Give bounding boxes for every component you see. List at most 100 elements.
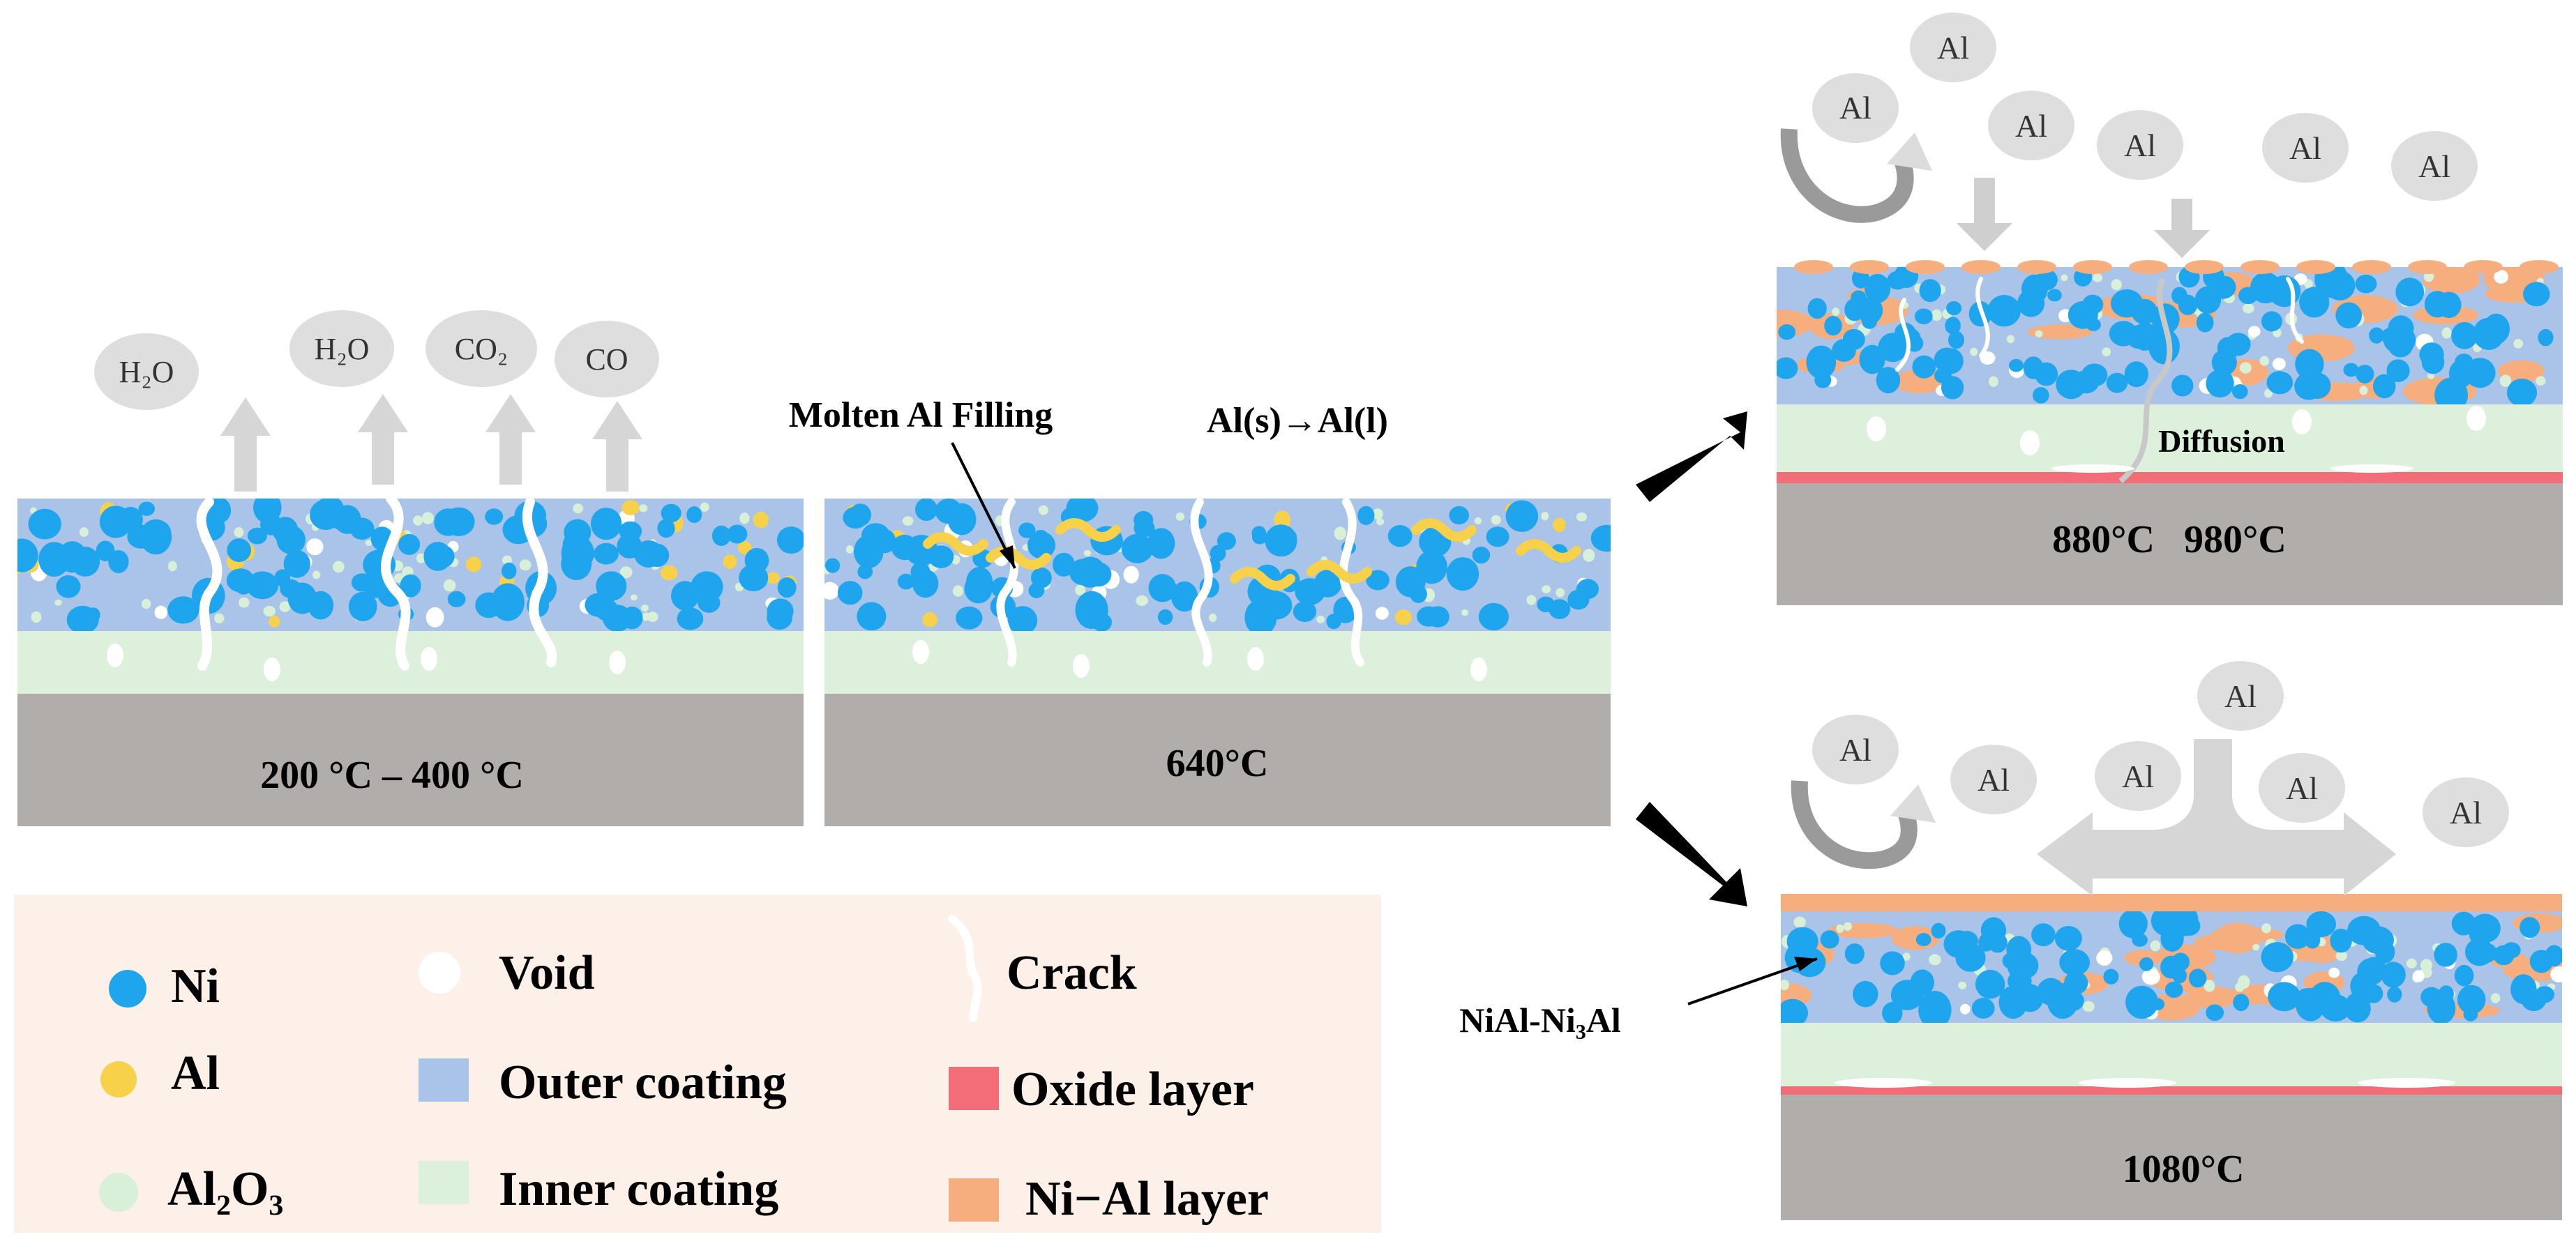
ni-particle [594,542,619,565]
al2o3-particle [739,512,750,524]
ni-particle [1919,279,1941,303]
ni-particle [915,499,937,522]
al-particle [622,500,640,515]
al-bubbles [1812,661,2509,847]
ni-particle [2506,379,2538,404]
al-particle [660,565,678,581]
ni-particle [2210,275,2236,299]
ni-particle [2054,926,2082,951]
ni-particle [1844,943,1865,964]
al2o3-particle [2264,388,2273,398]
void-particle [2494,270,2509,284]
al2o3-particle [2092,273,2103,282]
ni-particle [138,501,155,516]
void-particle [306,538,324,556]
ni-particle [400,574,421,598]
substrate [17,694,804,826]
ni-particle [2457,985,2486,1015]
legend-background [14,895,1381,1233]
ni-particle [308,591,334,620]
ni-particle [398,533,421,555]
legend-al-swatch [100,1061,137,1097]
ni-particle [711,525,731,547]
inner-coating [1781,1023,2562,1086]
al2o3-particle [902,516,914,526]
ni-particle [2363,957,2386,977]
al2o3-particle [443,579,456,592]
substrate [1777,483,2563,605]
particles [1777,267,2554,404]
al2o3-particle [1542,585,1551,593]
al2o3-particle [1491,515,1501,525]
ni-particle [2335,302,2363,329]
al2o3-particle [2035,330,2043,337]
al-label: Al [2124,128,2156,163]
nial-bump [2519,260,2559,274]
ni-particle [147,520,172,546]
nial-island [2027,324,2093,340]
ni-particle [1853,980,1878,1008]
gas-label-h2o: H₂O [315,332,370,366]
ni-particle [2047,289,2062,302]
nial-island [2185,986,2238,1008]
cracks [996,498,1364,667]
al2o3-particle [700,502,709,512]
al2o3-particle [641,605,649,611]
al2o3-particle [413,515,423,526]
al2o3-particle [333,561,345,573]
ni-particle [1806,345,1837,379]
al2o3-particle [2441,327,2452,339]
al-particle [723,554,737,569]
void-particle [2248,326,2261,337]
ni-particle [1781,998,1808,1023]
nial-island [2194,934,2250,950]
al2o3-particle [54,599,62,606]
al2o3-particle [1526,595,1537,605]
nial-bump [2296,260,2335,274]
void-particle [2550,966,2562,982]
ni-particle [1887,271,1908,290]
al2o3-particle [2261,923,2272,934]
ni-particle [657,519,675,538]
ni-particle [1912,355,1936,379]
molten-al-filling [923,518,1581,591]
ni-particle [2063,971,2088,995]
al2o3-particle [2490,993,2501,1003]
al-label: Al [1937,30,1969,66]
ni-particle [1426,606,1449,628]
al-label: Al [2418,149,2450,184]
al2o3-particle [31,611,42,623]
al-label: Al [2122,759,2154,794]
al2o3-particle [1970,347,1978,356]
recycle-arrow [1791,780,1918,869]
ni-particle [1807,298,1827,319]
cracks [1895,277,2304,372]
ni-particle [2031,923,2056,947]
al2o3-particle [1461,609,1468,616]
al2o3-particle [2252,943,2260,951]
ni-particle [966,567,993,598]
cracks [196,494,557,671]
al2o3-particle [416,553,426,563]
nial-bump [2129,260,2168,274]
ni-particle [2434,943,2457,967]
ni-particle [2033,387,2049,404]
ni-particle [595,598,619,621]
al2o3-particle [952,585,963,597]
legend-crack-label: Crack [1007,946,1137,1000]
ni-particle [825,558,841,573]
ni-particle [1007,606,1038,631]
ni-particle [2250,272,2282,304]
ni-particle [1851,290,1867,304]
gas-label-co2: CO₂ [455,332,508,366]
ni-particle [491,583,525,621]
ni-particle [2261,942,2293,973]
void-particle [154,605,167,619]
ni-particle [2131,298,2157,325]
ni-particle [1910,969,1934,996]
ni-particle [2386,359,2410,382]
ni-particle [2545,945,2562,967]
annotation-pointer [1687,957,1818,1005]
ni-particle [447,591,466,607]
ni-particle [276,525,306,554]
